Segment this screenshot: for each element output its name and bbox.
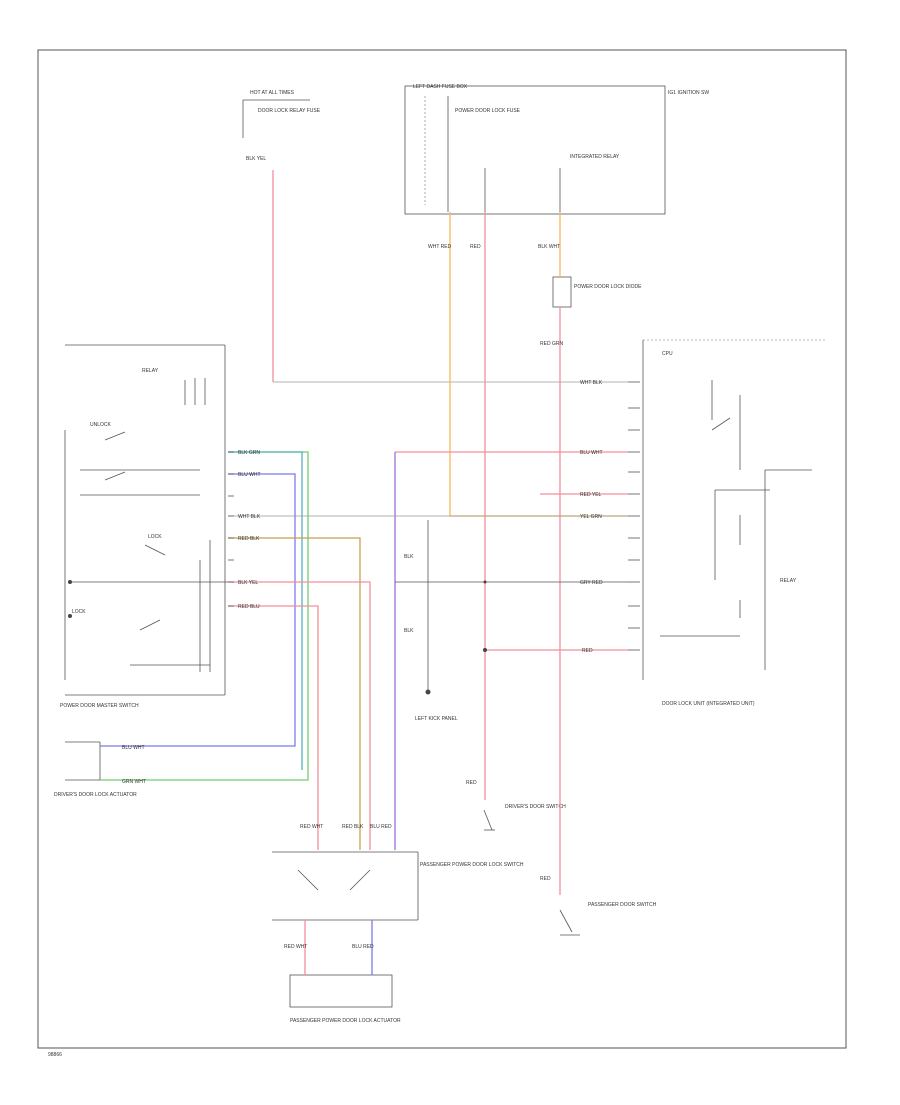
door-lock-fuse-text: DOOR LOCK RELAY FUSE	[258, 108, 321, 114]
wire-green-1	[100, 451, 309, 781]
label-blu-red: BLU RED	[370, 824, 392, 830]
label-blk-wht: BLK WHT	[538, 244, 560, 250]
master-switch-label: LOCK	[72, 609, 86, 615]
label-wht-blk-2: WHT BLK	[238, 514, 261, 520]
label-blk-grn: BLK GRN	[238, 450, 260, 456]
wires	[70, 170, 628, 975]
integrated-unit-title: DOOR LOCK UNIT (INTEGRATED UNIT)	[662, 701, 755, 707]
integrated-unit-box: CPU RELAY DOOR LOCK UNIT (INTEGRATED UNI…	[642, 339, 825, 707]
passenger-door-switch-text: PASSENGER DOOR SWITCH	[588, 902, 657, 908]
label-blk-yel: BLK YEL	[238, 580, 258, 586]
integrated-unit-header: CPU	[662, 351, 673, 357]
footer-code: 98866	[48, 1052, 62, 1058]
label-red-blk: RED BLK	[238, 536, 260, 542]
wire-red-master	[228, 581, 371, 850]
driver-door-switch-text: DRIVER'S DOOR SWITCH	[505, 804, 566, 810]
label-yel-grn: YEL GRN	[580, 514, 602, 520]
label-blu-wht-2: BLU WHT	[238, 472, 261, 478]
driver-actuator-title: DRIVER'S DOOR LOCK ACTUATOR	[54, 792, 137, 798]
label-blk-2: BLK	[404, 628, 414, 634]
label-blk-yel-top: BLK YEL	[246, 156, 266, 162]
wire-blue-1	[100, 473, 296, 747]
unit-pins	[628, 381, 640, 651]
driver-door-switch: DRIVER'S DOOR SWITCH	[483, 804, 566, 831]
diode-text: POWER DOOR LOCK DIODE	[574, 284, 642, 290]
master-switch-box: RELAY UNLOCK LOCK LOCK POWER DOOR MASTER…	[60, 344, 226, 709]
label-red-pass: RED	[540, 876, 551, 882]
hot-at-all-times-title: HOT AT ALL TIMES	[250, 90, 295, 96]
wire-red-master-2	[228, 605, 319, 850]
master-relay-label: RELAY	[142, 368, 159, 374]
label-blu-wht: BLU WHT	[580, 450, 603, 456]
master-pins	[228, 451, 234, 607]
diagram-frame	[37, 49, 847, 1049]
label-gry-red: GRY RED	[580, 580, 603, 586]
label-grn-wht: GRN WHT	[122, 779, 146, 785]
label-blu-wht-3: BLU WHT	[122, 745, 145, 751]
master-switch-title: POWER DOOR MASTER SWITCH	[60, 703, 139, 709]
label-red-blu: RED BLU	[238, 604, 260, 610]
label-blu-red-2: BLU RED	[352, 944, 374, 950]
master-lock-label: LOCK	[148, 534, 162, 540]
integrated-relay-text: RELAY	[780, 578, 797, 584]
label-red-wht-2: RED WHT	[284, 944, 307, 950]
fuse-box-fuse-text: POWER DOOR LOCK FUSE	[455, 108, 521, 114]
hot-at-all-times-box: HOT AT ALL TIMES DOOR LOCK RELAY FUSE	[242, 90, 321, 138]
passenger-actuator-title: PASSENGER POWER DOOR LOCK ACTUATOR	[290, 1018, 401, 1024]
label-red-blk-2: RED BLK	[342, 824, 364, 830]
label-red-door: RED	[466, 780, 477, 786]
driver-actuator: DRIVER'S DOOR LOCK ACTUATOR	[54, 741, 137, 798]
label-blk-1: BLK	[404, 554, 414, 560]
master-unlock-label: UNLOCK	[90, 422, 112, 428]
label-wht-red: WHT RED	[428, 244, 452, 250]
fuse-box-title: LEFT DASH FUSE BOX	[413, 84, 468, 90]
ground-point: LEFT KICK PANEL	[415, 520, 458, 722]
left-dash-fuse-box: LEFT DASH FUSE BOX POWER DOOR LOCK FUSE …	[404, 84, 709, 215]
wire-brown-1	[228, 537, 361, 850]
passenger-switch-title: PASSENGER POWER DOOR LOCK SWITCH	[420, 862, 524, 868]
passenger-switch-box: PASSENGER POWER DOOR LOCK SWITCH	[272, 851, 524, 921]
label-red-grn: RED GRN	[540, 341, 563, 347]
wire-teal-1	[228, 451, 303, 770]
label-red-wht: RED WHT	[300, 824, 323, 830]
passenger-actuator-box: PASSENGER POWER DOOR LOCK ACTUATOR	[289, 974, 401, 1024]
ground-text: LEFT KICK PANEL	[415, 716, 458, 722]
label-red-unit: RED	[582, 648, 593, 654]
label-wht-blk: WHT BLK	[580, 380, 603, 386]
power-door-lock-diode: POWER DOOR LOCK DIODE	[552, 276, 642, 308]
wire-red-fuse	[484, 212, 628, 651]
wire-orange-fuse	[449, 212, 628, 517]
fuse-box-extra-text: IG1 IGNITION SW	[668, 90, 709, 96]
junction-dots	[68, 580, 487, 652]
passenger-door-switch: PASSENGER DOOR SWITCH	[559, 902, 657, 936]
label-red-yel: RED YEL	[580, 492, 602, 498]
integrated-relay-label: INTEGRATED RELAY	[570, 154, 620, 160]
label-red: RED	[470, 244, 481, 250]
wire-labels: BLK YEL WHT RED RED BLK WHT RED GRN WHT …	[122, 156, 603, 950]
